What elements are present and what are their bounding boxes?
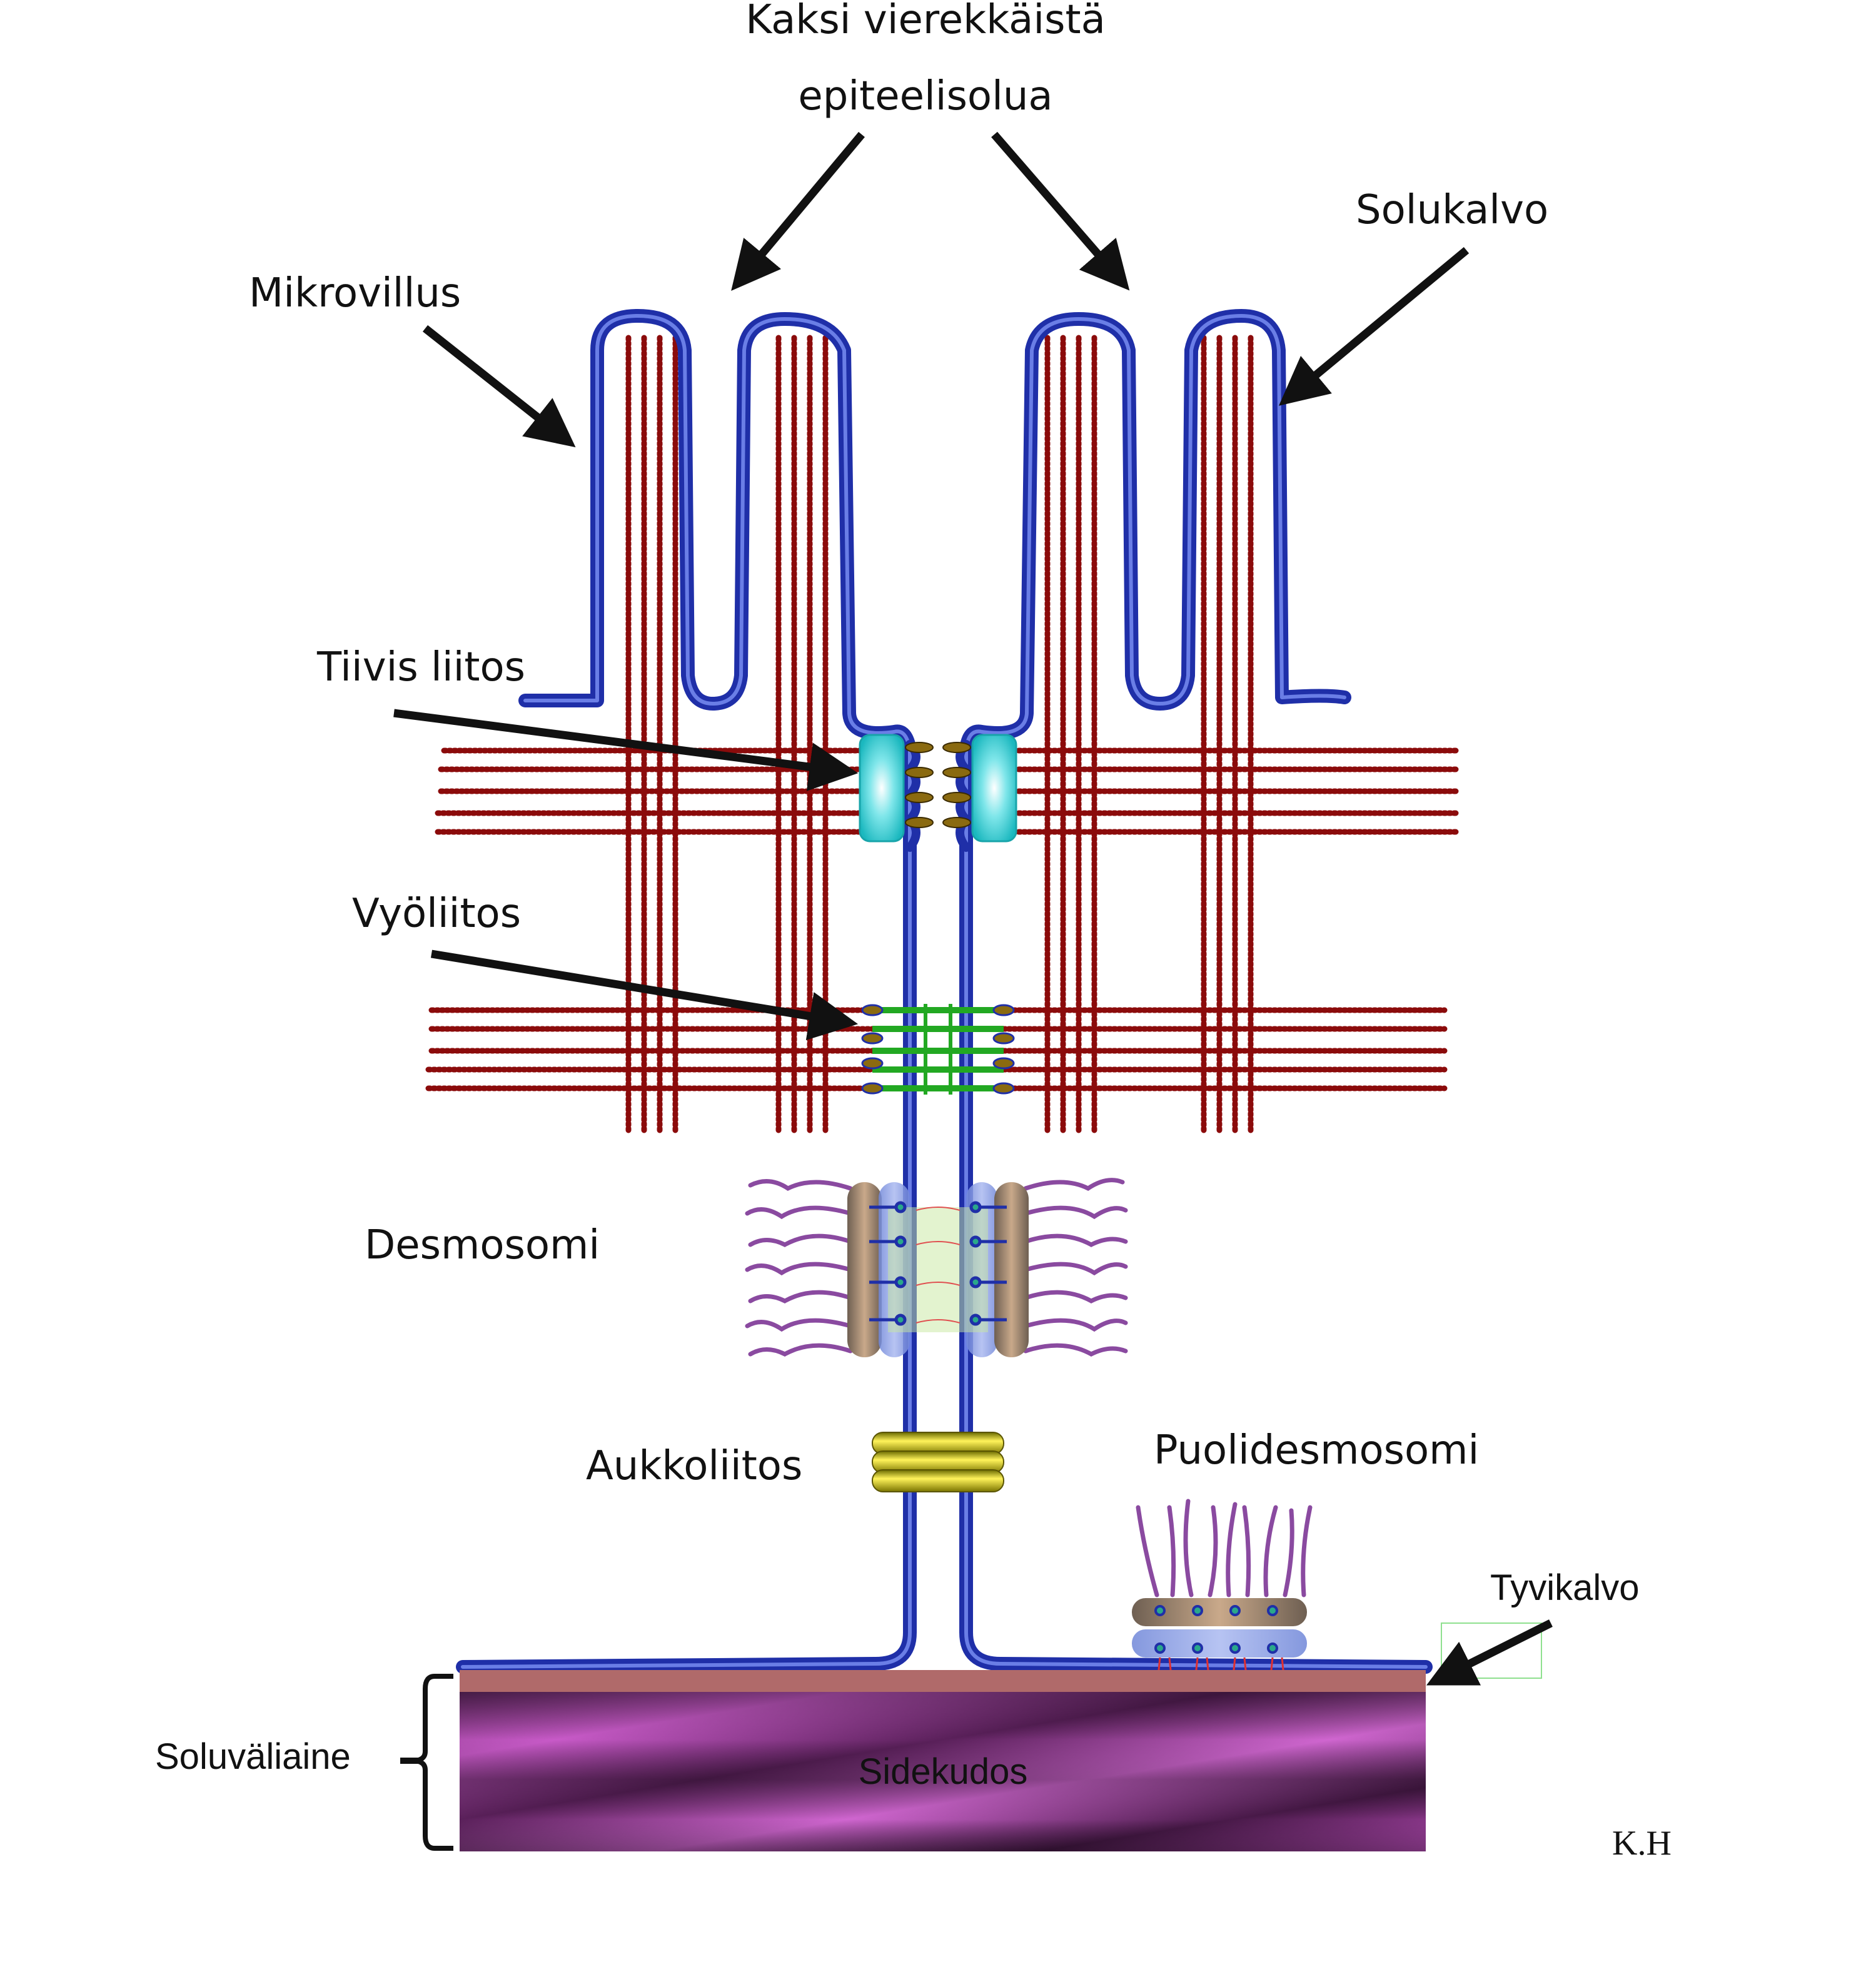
label-solukalvo: Solukalvo — [1356, 187, 1548, 233]
arrow-icon — [991, 131, 1130, 291]
actin-vertical-bundle-3 — [1044, 335, 1097, 1135]
basal-lamina — [460, 1670, 1426, 1692]
label-sidekudos: Sidekudos — [859, 1751, 1028, 1792]
arrow-icon — [731, 131, 865, 291]
arrow-icon — [430, 949, 859, 1041]
gap-junction — [872, 1432, 1004, 1492]
arrow-icon — [1278, 246, 1470, 406]
label-vyoliitos: Vyöliitos — [352, 891, 521, 937]
label-tiivis-liitos: Tiivis liitos — [316, 644, 525, 691]
extracellular-matrix — [400, 1670, 1426, 1851]
label-soluvaliaine: Soluväliaine — [155, 1736, 351, 1777]
title-line-1: Kaksi vierekkäistä — [745, 0, 1106, 43]
desmosome — [745, 1178, 1128, 1357]
actin-filaments — [425, 335, 1460, 1135]
labels: Kaksi vierekkäistä epiteelisolua Mikrovi… — [155, 0, 1672, 1863]
arrows — [393, 131, 1553, 1686]
actin-vertical-bundle-4 — [1201, 335, 1254, 1135]
arrow-icon — [393, 709, 859, 791]
adherens-junction — [861, 1004, 1015, 1095]
actin-vertical-bundle-1 — [625, 335, 678, 1135]
arrow-icon — [422, 325, 576, 448]
label-aukkoliitos: Aukkoliitos — [586, 1443, 802, 1489]
label-desmosomi: Desmosomi — [365, 1222, 600, 1268]
label-tyvikalvo: Tyvikalvo — [1490, 1567, 1640, 1608]
arrow-icon — [1426, 1619, 1553, 1686]
actin-horizontal-band-lower — [425, 1007, 1448, 1091]
matrix-bracket — [412, 1674, 453, 1851]
label-puolidesmosomi: Puolidesmosomi — [1154, 1427, 1479, 1474]
hemidesmosome — [1132, 1499, 1313, 1689]
tight-junction — [859, 734, 1017, 843]
label-mikrovillus: Mikrovillus — [249, 270, 461, 316]
label-author: K.H — [1612, 1824, 1672, 1863]
title-line-2: epiteelisolua — [798, 73, 1052, 119]
